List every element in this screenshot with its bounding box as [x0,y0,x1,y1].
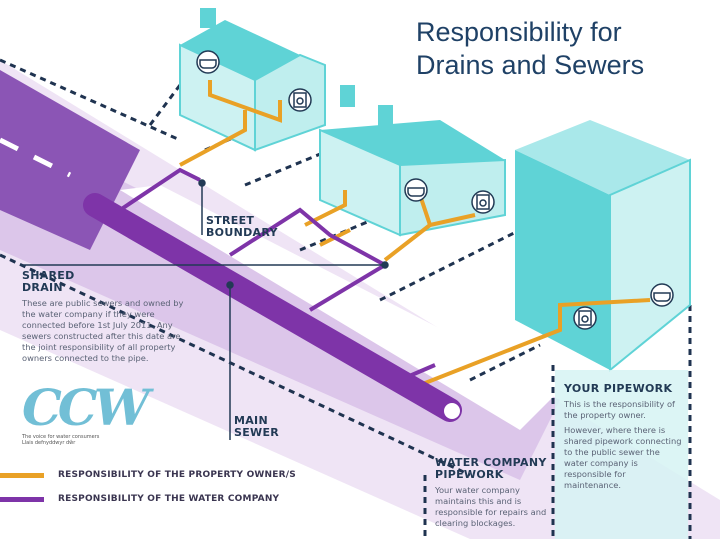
main-sewer-label: MAIN SEWER [234,415,279,439]
shared-drain-body: These are public sewers and owned by the… [22,298,184,363]
pointer-lines [20,179,389,440]
legend-item-water-company: RESPONSIBILITY OF THE WATER COMPANY [0,494,279,504]
your-pipework-heading: YOUR PIPEWORK [564,382,673,395]
white-strip [120,185,560,430]
main-sewer-line-1: MAIN [234,414,268,427]
page-title: Responsibility for Drains and Sewers [416,16,644,82]
shared-drain-heading-2: DRAIN [22,281,63,294]
house-2 [319,85,506,237]
shared-drain-heading-1: SHARED [22,269,75,282]
street-boundary-line-2: BOUNDARY [206,226,278,239]
property-pipes [179,80,651,387]
wc-pipework-body: Your water company maintains this and is… [435,485,547,528]
water-company-pipework-block: WATER COMPANY PIPEWORK Your water compan… [435,457,547,529]
legend-label: RESPONSIBILITY OF THE PROPERTY OWNER/S [58,470,296,480]
title-line-2: Drains and Sewers [416,50,645,80]
wc-pipework-heading-1: WATER COMPANY [435,456,547,469]
your-pipework-block: YOUR PIPEWORK This is the responsibility… [564,383,682,491]
legend-label: RESPONSIBILITY OF THE WATER COMPANY [58,494,280,504]
main-sewer-line-2: SEWER [234,426,280,439]
logo-tagline-1: The voice for water consumers [22,434,100,440]
your-pipework-body-1: This is the responsibility of the proper… [564,399,675,420]
bath-icon [650,283,674,307]
orange-swatch [0,472,44,478]
main-sewer-pipe [83,193,462,422]
bath-icon [404,178,428,202]
logo-mark: CCW [22,378,150,437]
washing-machine-icon [573,306,597,330]
washing-machine-icon [471,190,495,214]
street-boundary-line-1: STREET [206,214,255,227]
ccw-logo: CCW The voice for water consumers Llais … [22,378,150,447]
apartment-building [515,120,691,373]
street-boundary-label: STREET BOUNDARY [206,215,278,239]
purple-swatch [0,496,44,502]
logo-tagline-2: Llais defnyddwyr dŵr [22,440,76,446]
your-pipework-body-2: However, where there is shared pipework … [564,425,682,490]
shared-drain-block: SHARED DRAIN These are public sewers and… [22,270,192,364]
main-sewer-opening [444,403,460,419]
wc-pipework-heading-2: PIPEWORK [435,468,504,481]
legend-item-property-owner: RESPONSIBILITY OF THE PROPERTY OWNER/S [0,470,296,480]
road-marking [0,137,72,178]
house-1 [179,8,326,152]
title-line-1: Responsibility for [416,17,622,47]
bath-icon [196,50,220,74]
washing-machine-icon [288,88,312,112]
your-pipework-panel [555,370,688,539]
